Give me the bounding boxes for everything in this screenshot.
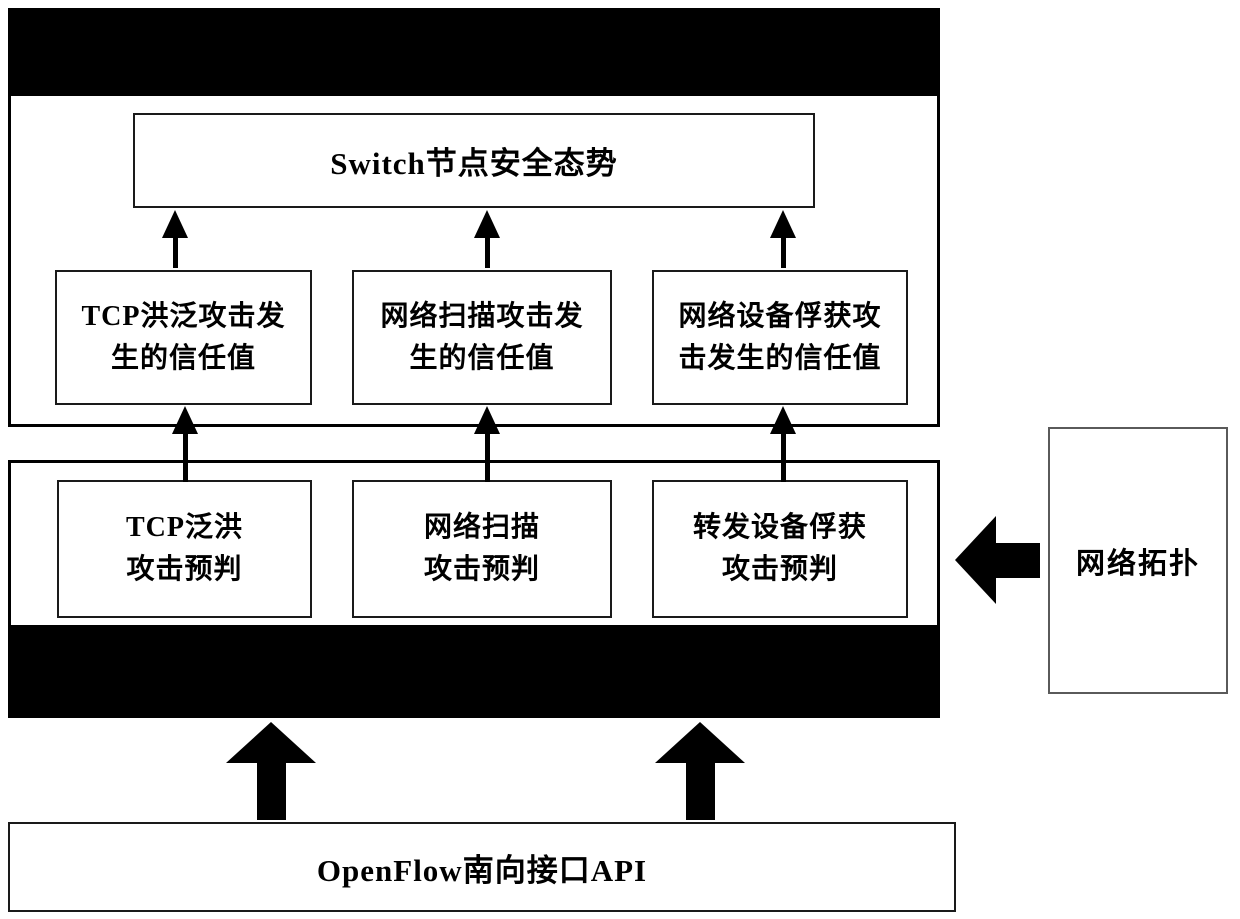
switch-node-label: Switch节点安全态势 bbox=[330, 146, 618, 181]
arrow-stem bbox=[484, 238, 490, 268]
big-up-arrow-icon bbox=[655, 722, 745, 820]
arrow-head bbox=[162, 210, 188, 238]
up-arrow-icon bbox=[162, 210, 188, 268]
up-arrow-icon bbox=[770, 210, 796, 268]
switch-node-box: Switch节点安全态势 bbox=[133, 113, 815, 208]
arrow-head bbox=[770, 210, 796, 238]
up-arrow-icon bbox=[172, 406, 198, 482]
arrow-head bbox=[474, 406, 500, 434]
arrow-stem bbox=[172, 238, 178, 268]
prediction-box-line1: 转发设备俘获 bbox=[692, 512, 867, 543]
arrow-head bbox=[770, 406, 796, 434]
arrow-stem bbox=[256, 763, 286, 820]
trust-box: 网络扫描攻击发 生的信任值 bbox=[352, 270, 612, 405]
trust-box-line1: TCP洪泛攻击发 bbox=[81, 300, 286, 332]
trust-box-line2: 生的信任值 bbox=[409, 342, 555, 374]
trust-box: 网络设备俘获攻 击发生的信任值 bbox=[652, 270, 908, 405]
arrow-head bbox=[655, 722, 745, 763]
arrow-stem bbox=[780, 434, 786, 482]
arrow-stem bbox=[685, 763, 715, 820]
arrow-stem bbox=[484, 434, 490, 482]
arrow-head bbox=[474, 210, 500, 238]
api-box: OpenFlow南向接口API bbox=[8, 822, 956, 912]
prediction-footer-bar bbox=[11, 625, 937, 715]
up-arrow-icon bbox=[474, 406, 500, 482]
trust-box-line1: 网络设备俘获攻 bbox=[678, 300, 882, 332]
topology-label: 网络拓扑 bbox=[1075, 547, 1200, 580]
prediction-box-line2: 攻击预判 bbox=[721, 554, 838, 585]
prediction-box-line1: 网络扫描 bbox=[423, 512, 540, 543]
prediction-box: TCP泛洪 攻击预判 bbox=[57, 480, 312, 618]
arrow-stem bbox=[996, 542, 1040, 578]
api-label: OpenFlow南向接口API bbox=[316, 852, 648, 888]
prediction-box-line1: TCP泛洪 bbox=[125, 512, 243, 543]
up-arrow-icon bbox=[770, 406, 796, 482]
situation-header-bar bbox=[11, 11, 937, 96]
trust-box-line2: 击发生的信任值 bbox=[678, 342, 882, 374]
up-arrow-icon bbox=[474, 210, 500, 268]
prediction-box-line2: 攻击预判 bbox=[423, 554, 540, 585]
prediction-box-line2: 攻击预判 bbox=[126, 554, 243, 585]
arrow-head bbox=[226, 722, 316, 763]
arrow-head bbox=[955, 516, 996, 604]
trust-box: TCP洪泛攻击发 生的信任值 bbox=[55, 270, 312, 405]
topology-box: 网络拓扑 bbox=[1048, 427, 1228, 694]
trust-box-line1: 网络扫描攻击发 bbox=[380, 300, 584, 332]
prediction-box: 转发设备俘获 攻击预判 bbox=[652, 480, 908, 618]
prediction-box: 网络扫描 攻击预判 bbox=[352, 480, 612, 618]
arrow-head bbox=[172, 406, 198, 434]
left-arrow-icon bbox=[955, 516, 1040, 604]
big-up-arrow-icon bbox=[226, 722, 316, 820]
trust-box-line2: 生的信任值 bbox=[110, 342, 256, 374]
arrow-stem bbox=[780, 238, 786, 268]
arrow-stem bbox=[182, 434, 188, 482]
